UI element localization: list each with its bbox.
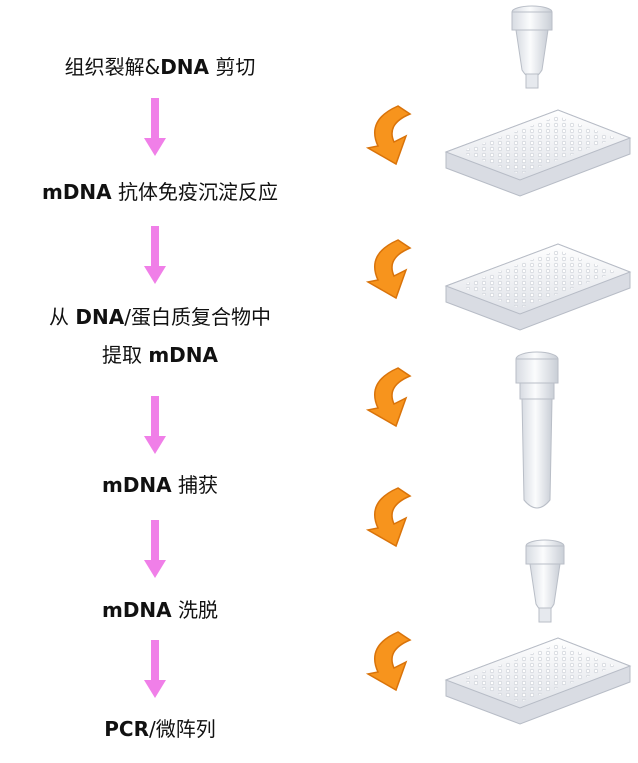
tube-icon <box>525 539 565 623</box>
column-tube-icon <box>515 351 559 509</box>
step-extract-line2: 提取 mDNA <box>0 338 320 372</box>
step-capture: mDNA 捕获 <box>0 468 320 502</box>
step-text-bold: mDNA <box>101 473 172 497</box>
down-arrow-icon <box>144 98 166 156</box>
microplate-icon <box>444 109 632 197</box>
step-text-bold: mDNA <box>41 180 112 204</box>
orange-arrow-icon <box>365 487 412 548</box>
step-text: 组织裂解& <box>64 55 161 79</box>
step-text: 从 <box>49 305 76 329</box>
orange-arrow-icon <box>365 367 412 428</box>
step-immunoprecipitation: mDNA 抗体免疫沉淀反应 <box>0 175 320 209</box>
step-elution: mDNA 洗脱 <box>0 593 320 627</box>
step-text: 剪切 <box>209 55 256 79</box>
microplate-icon <box>444 637 632 725</box>
step-extract-line1: 从 DNA/蛋白质复合物中 <box>0 300 320 334</box>
down-arrow-icon <box>144 396 166 454</box>
step-text: 抗体免疫沉淀反应 <box>111 180 279 204</box>
step-text-bold: DNA <box>75 305 125 329</box>
microplate-icon <box>444 243 632 331</box>
step-text: 洗脱 <box>171 598 219 622</box>
down-arrow-icon <box>144 640 166 698</box>
orange-arrow-icon <box>365 239 412 300</box>
orange-arrow-icon <box>365 105 412 166</box>
tube-icon <box>511 5 553 89</box>
step-text-bold: DNA <box>160 55 210 79</box>
step-text: 提取 <box>101 343 149 367</box>
down-arrow-icon <box>144 520 166 578</box>
step-text: /微阵列 <box>149 717 216 741</box>
step-tissue-lysis: 组织裂解&DNA 剪切 <box>0 50 320 84</box>
step-text-bold: mDNA <box>101 598 172 622</box>
step-text-bold: mDNA <box>148 343 219 367</box>
step-text-bold: PCR <box>104 717 149 741</box>
orange-arrow-icon <box>365 631 412 692</box>
step-text: /蛋白质复合物中 <box>124 305 271 329</box>
step-text: 捕获 <box>171 473 219 497</box>
step-pcr-microarray: PCR/微阵列 <box>0 712 320 746</box>
down-arrow-icon <box>144 226 166 284</box>
